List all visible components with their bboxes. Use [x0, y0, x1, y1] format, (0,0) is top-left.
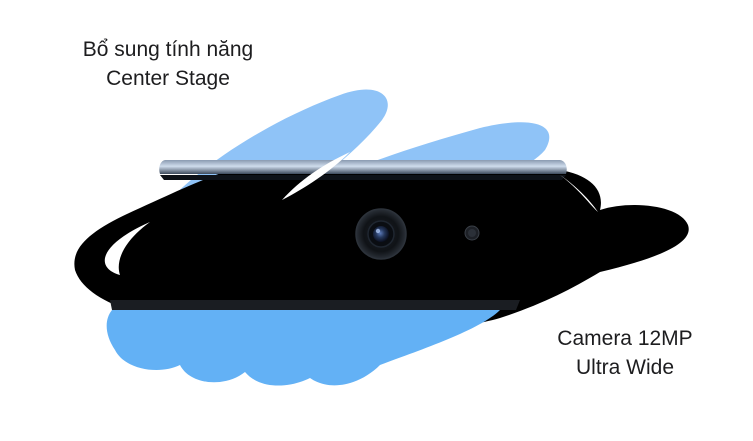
camera-caption-line1: Camera 12MP [557, 327, 693, 350]
camera-lens-icon [355, 208, 407, 260]
camera-caption-line2: Ultra Wide [575, 356, 675, 379]
camera-caption: Camera 12MP Ultra Wide [530, 324, 720, 382]
bottom-scribble [106, 310, 501, 386]
center-stage-caption-line2: Center Stage [106, 67, 230, 90]
center-stage-caption-line1: Bổ sung tính năng [82, 38, 254, 61]
ambient-light-sensor-icon [464, 225, 480, 241]
device-frame-edge [110, 160, 567, 310]
center-stage-caption: Bổ sung tính năng Center Stage [40, 35, 296, 93]
scribble-gaps [104, 152, 598, 275]
